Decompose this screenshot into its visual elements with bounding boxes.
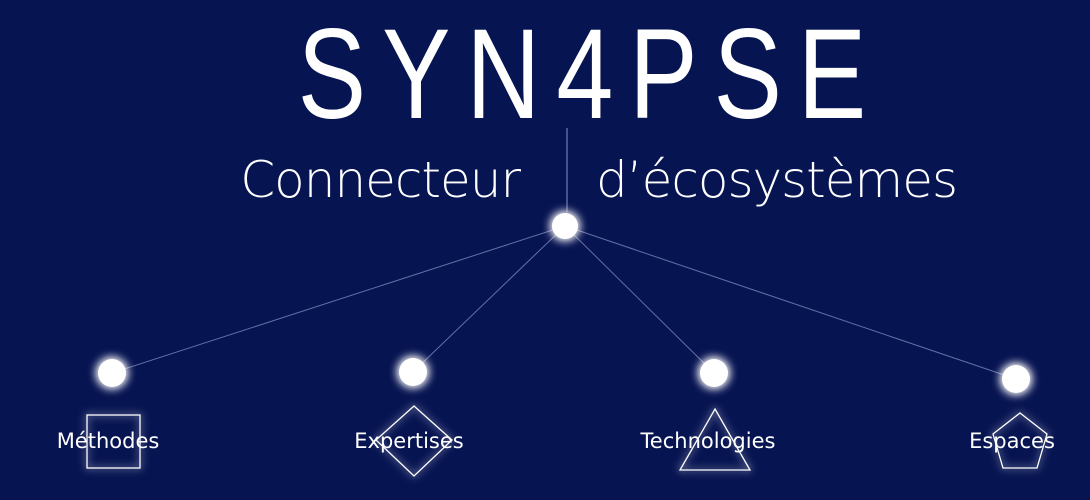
- label-methodes[interactable]: Méthodes: [56, 429, 160, 453]
- tagline-right: d’écosystèmes: [596, 151, 958, 209]
- label-expertises[interactable]: Expertises: [354, 429, 464, 453]
- triangle-icon: [678, 407, 752, 471]
- label-espaces[interactable]: Espaces: [969, 429, 1055, 453]
- pentagon-icon: [992, 412, 1048, 469]
- brand-logo: SYN4PSE: [297, 3, 883, 146]
- connector-line-methodes: [111, 225, 566, 374]
- tagline-left: Connecteur: [240, 151, 521, 209]
- node-dot-methodes[interactable]: [98, 359, 126, 387]
- label-technologies[interactable]: Technologies: [640, 429, 776, 453]
- node-dot-technologies[interactable]: [700, 359, 728, 387]
- connector-line-espaces: [564, 225, 1017, 380]
- square-icon: [86, 414, 141, 469]
- connector-line-technologies: [564, 225, 715, 374]
- hub-node: [552, 213, 578, 239]
- node-dot-expertises[interactable]: [399, 358, 427, 386]
- node-dot-espaces[interactable]: [1002, 365, 1030, 393]
- connector-line-expertises: [412, 225, 566, 373]
- diamond-icon: [375, 405, 453, 477]
